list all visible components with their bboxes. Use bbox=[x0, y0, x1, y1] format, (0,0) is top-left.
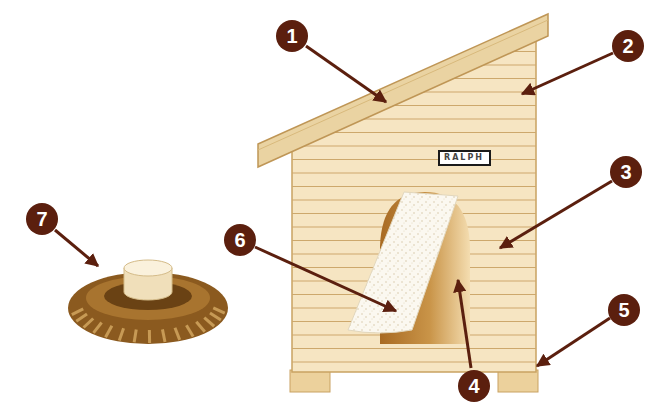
siding-slat bbox=[292, 172, 536, 173]
leader-arrow bbox=[255, 247, 396, 311]
tread-groove bbox=[196, 322, 204, 332]
callout-number: 7 bbox=[26, 203, 58, 235]
siding-slat bbox=[292, 145, 536, 146]
callout-number: 4 bbox=[458, 370, 490, 402]
leader-arrows bbox=[55, 46, 613, 368]
leader-arrow bbox=[55, 230, 98, 266]
siding-slat bbox=[292, 105, 536, 106]
tread-groove bbox=[72, 309, 83, 315]
siding-slat bbox=[292, 64, 536, 65]
name-plate: RALPH bbox=[438, 150, 491, 166]
callout-number: 6 bbox=[224, 224, 256, 256]
leader-arrow bbox=[500, 181, 612, 248]
callout-number: 2 bbox=[612, 30, 644, 62]
tread-groove bbox=[210, 313, 221, 320]
tread-groove bbox=[148, 330, 151, 343]
tread-groove bbox=[134, 330, 136, 343]
roof-edge bbox=[258, 20, 548, 150]
foot-block bbox=[290, 370, 330, 392]
tread-groove bbox=[84, 318, 94, 327]
tread-groove bbox=[175, 328, 180, 340]
tread-groove bbox=[213, 308, 224, 313]
callout-number: 5 bbox=[608, 294, 640, 326]
siding-slat bbox=[292, 348, 536, 349]
callout-number: 1 bbox=[276, 20, 308, 52]
siding-slat bbox=[292, 186, 536, 187]
siding-slat bbox=[292, 361, 536, 362]
tread-groove bbox=[204, 318, 214, 327]
name-text: RALPH bbox=[444, 154, 484, 162]
bowl-top bbox=[124, 260, 172, 276]
siding-slat bbox=[292, 159, 536, 160]
leader-arrow bbox=[306, 46, 386, 102]
foot-block bbox=[498, 370, 538, 392]
callout-number: 3 bbox=[610, 156, 642, 188]
tread-groove bbox=[106, 326, 112, 337]
tread-groove bbox=[93, 322, 101, 332]
leader-arrow bbox=[458, 280, 471, 368]
leader-arrow bbox=[522, 53, 613, 94]
tread-groove bbox=[186, 325, 193, 336]
leader-arrow bbox=[537, 318, 610, 366]
tread-groove bbox=[119, 328, 123, 340]
door-flap bbox=[348, 192, 458, 333]
tread-groove bbox=[162, 329, 165, 342]
tread-groove bbox=[76, 314, 87, 321]
roof-plank bbox=[258, 14, 548, 167]
